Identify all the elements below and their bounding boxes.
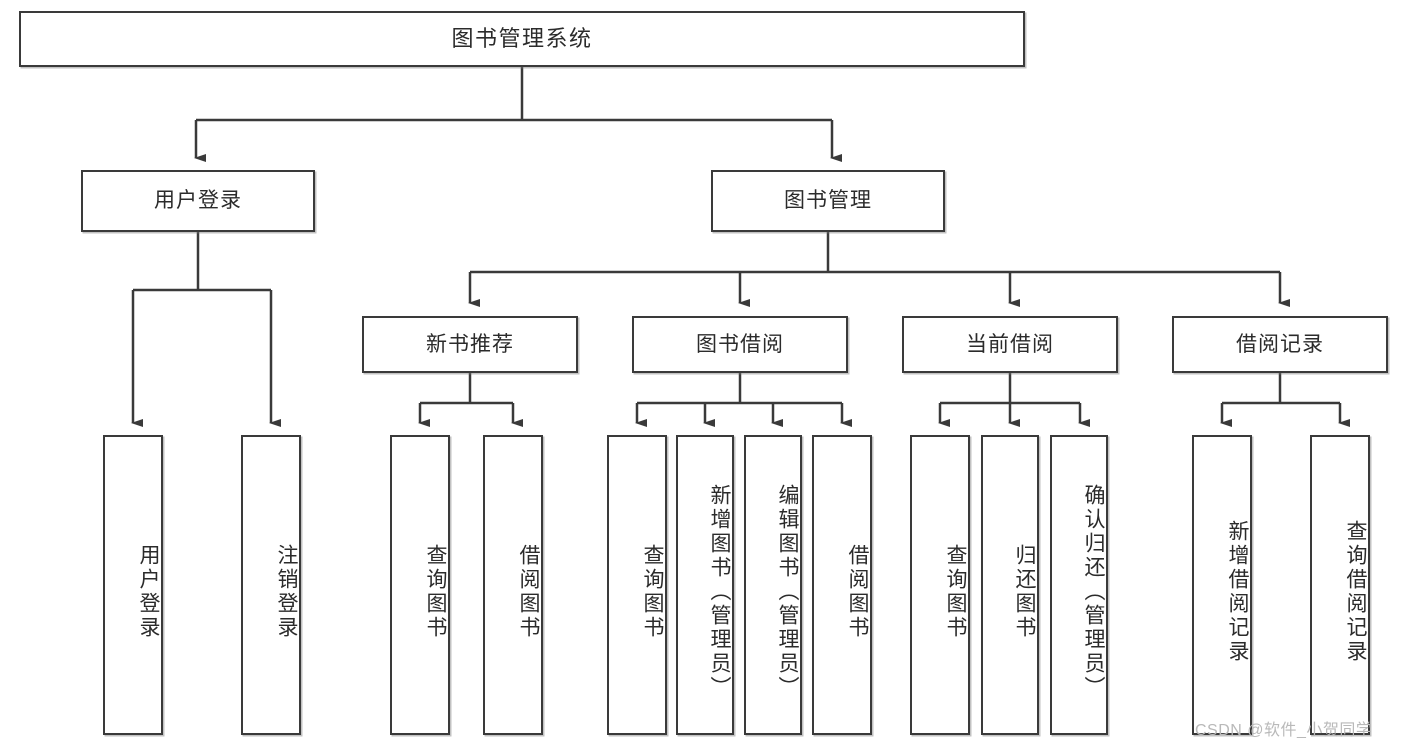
node-label: 借阅图书: [846, 544, 869, 640]
leaf-user-login[interactable]: 用户登录: [103, 435, 163, 735]
leaf-recommend-query-book[interactable]: 查询图书: [390, 435, 450, 735]
node-label: 借阅图书: [517, 544, 540, 640]
node-label: 用户登录: [137, 544, 160, 640]
node-label: 新增图书（管理员）: [708, 484, 731, 700]
leaf-current-query-book[interactable]: 查询图书: [910, 435, 970, 735]
leaf-current-confirm-return-admin[interactable]: 确认归还（管理员）: [1050, 435, 1108, 735]
node-user-login[interactable]: 用户登录: [81, 170, 315, 232]
node-label: 借阅记录: [1236, 332, 1324, 356]
leaf-borrow-add-book-admin[interactable]: 新增图书（管理员）: [676, 435, 734, 735]
leaf-recommend-borrow-book[interactable]: 借阅图书: [483, 435, 543, 735]
node-label: 查询借阅记录: [1344, 520, 1367, 664]
leaf-current-return-book[interactable]: 归还图书: [981, 435, 1039, 735]
node-label: 图书借阅: [696, 332, 784, 356]
leaf-record-add-borrow-record[interactable]: 新增借阅记录: [1192, 435, 1252, 735]
node-root-book-management-system[interactable]: 图书管理系统: [19, 11, 1025, 67]
node-label: 注销登录: [275, 544, 298, 640]
node-label: 查询图书: [424, 544, 447, 640]
leaf-borrow-query-book[interactable]: 查询图书: [607, 435, 667, 735]
node-borrow-record[interactable]: 借阅记录: [1172, 316, 1388, 373]
node-label: 确认归还（管理员）: [1082, 484, 1105, 700]
node-label: 当前借阅: [966, 332, 1054, 356]
node-label: 查询图书: [641, 544, 664, 640]
node-label: 编辑图书（管理员）: [776, 484, 799, 700]
node-label: 图书管理系统: [451, 25, 593, 51]
leaf-record-query-borrow-record[interactable]: 查询借阅记录: [1310, 435, 1370, 735]
node-label: 查询图书: [944, 544, 967, 640]
leaf-logout-login[interactable]: 注销登录: [241, 435, 301, 735]
node-book-management[interactable]: 图书管理: [711, 170, 945, 232]
watermark-text: CSDN @软件_小贺同学: [1195, 722, 1373, 739]
node-current-borrow[interactable]: 当前借阅: [902, 316, 1118, 373]
leaf-borrow-edit-book-admin[interactable]: 编辑图书（管理员）: [744, 435, 802, 735]
leaf-borrow-borrow-book[interactable]: 借阅图书: [812, 435, 872, 735]
node-label: 新增借阅记录: [1226, 520, 1249, 664]
node-new-book-recommend[interactable]: 新书推荐: [362, 316, 578, 373]
node-book-borrow[interactable]: 图书借阅: [632, 316, 848, 373]
node-label: 新书推荐: [426, 332, 514, 356]
node-label: 图书管理: [784, 189, 872, 213]
node-label: 归还图书: [1013, 544, 1036, 640]
watermark-credit: CSDN @软件_小贺同学: [1195, 716, 1372, 740]
node-label: 用户登录: [154, 189, 242, 213]
